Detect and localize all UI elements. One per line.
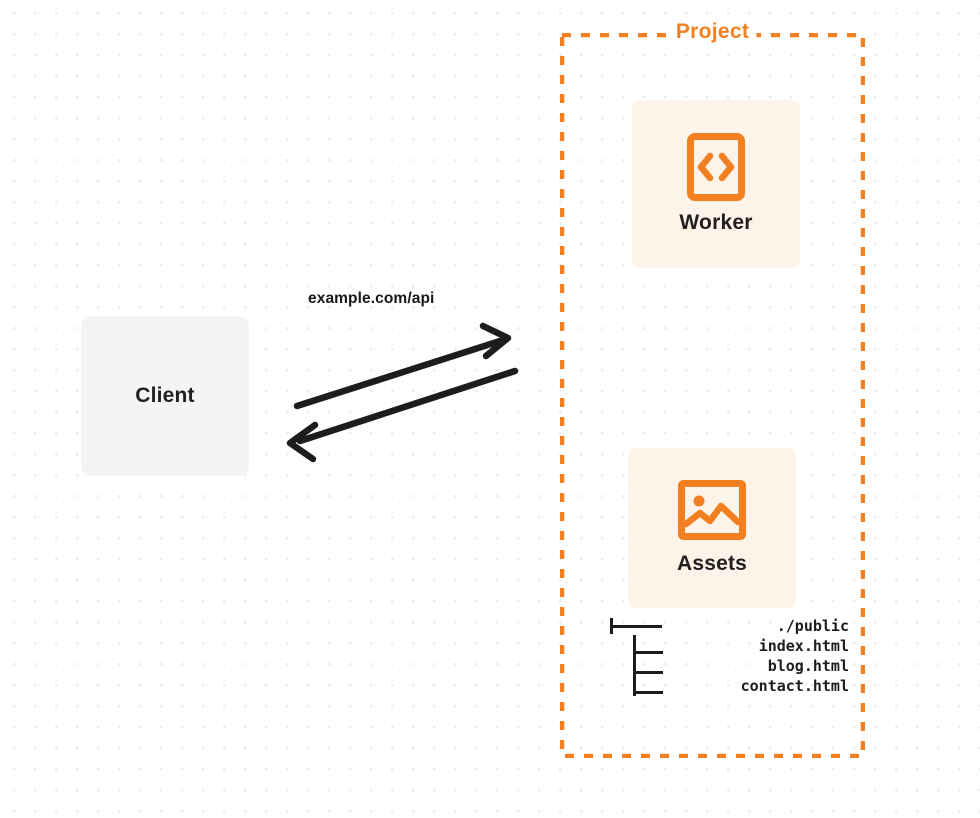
arrow-right-icon — [293, 322, 512, 410]
tree-branch-icon — [606, 655, 690, 676]
project-title: Project — [668, 20, 757, 44]
image-icon — [678, 480, 746, 540]
file-tree-item-label: ./public — [776, 617, 849, 635]
tree-branch-icon — [606, 616, 690, 636]
file-tree-row: index.html — [606, 635, 851, 656]
file-tree-row: blog.html — [606, 655, 851, 676]
file-tree-item-label: index.html — [758, 637, 849, 655]
file-tree-item-label: blog.html — [767, 657, 849, 675]
client-node-label: Client — [135, 384, 195, 407]
assets-node[interactable]: Assets — [628, 448, 796, 608]
file-tree-row: contact.html — [606, 675, 851, 696]
assets-node-label: Assets — [676, 552, 748, 575]
code-brackets-icon — [687, 133, 745, 201]
client-node[interactable]: Client — [81, 316, 249, 476]
project-container: Project Worker Assets — [560, 20, 865, 758]
worker-node[interactable]: Worker — [632, 100, 800, 268]
arrow-left-icon — [286, 367, 519, 463]
worker-node-label: Worker — [679, 211, 753, 234]
tree-branch-icon — [606, 675, 690, 696]
connection-label: example.com/api — [308, 290, 435, 307]
tree-branch-icon — [606, 635, 690, 656]
assets-file-tree: ./public index.html blog.html contact.ht… — [606, 616, 851, 696]
file-tree-item-label: contact.html — [740, 677, 849, 695]
file-tree-row: ./public — [606, 616, 851, 636]
